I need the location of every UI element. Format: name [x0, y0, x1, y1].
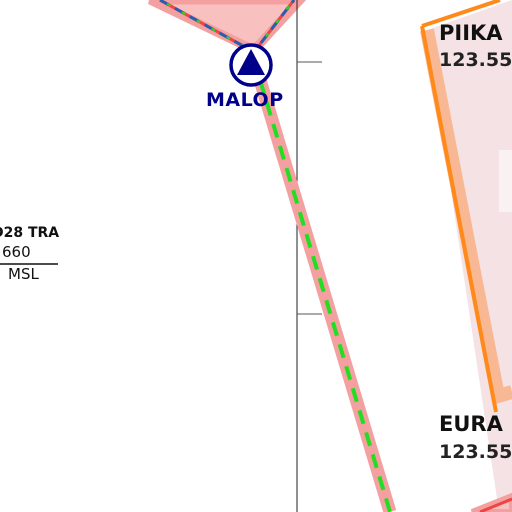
- restricted-area-bottom: [470, 492, 512, 512]
- airway-route: [253, 78, 397, 512]
- restricted-area-top: [148, 0, 307, 56]
- sector-frequency-piika: 123.55: [439, 49, 512, 71]
- sector-frequency-eura: 123.55: [439, 441, 512, 463]
- restricted-area-lower-limit: MSL: [8, 265, 39, 283]
- waypoint-label: MALOP: [206, 89, 284, 111]
- waypoint-symbol-icon[interactable]: [229, 43, 273, 87]
- sector-name-eura: EURA: [439, 412, 503, 436]
- restricted-area-name: D28 TRA: [0, 225, 60, 241]
- restricted-area-upper-limit: 660: [2, 243, 31, 261]
- sector-name-piika: PIIKA: [439, 21, 503, 45]
- meridian-line: [296, 0, 322, 512]
- sector-boundary: [420, 0, 512, 512]
